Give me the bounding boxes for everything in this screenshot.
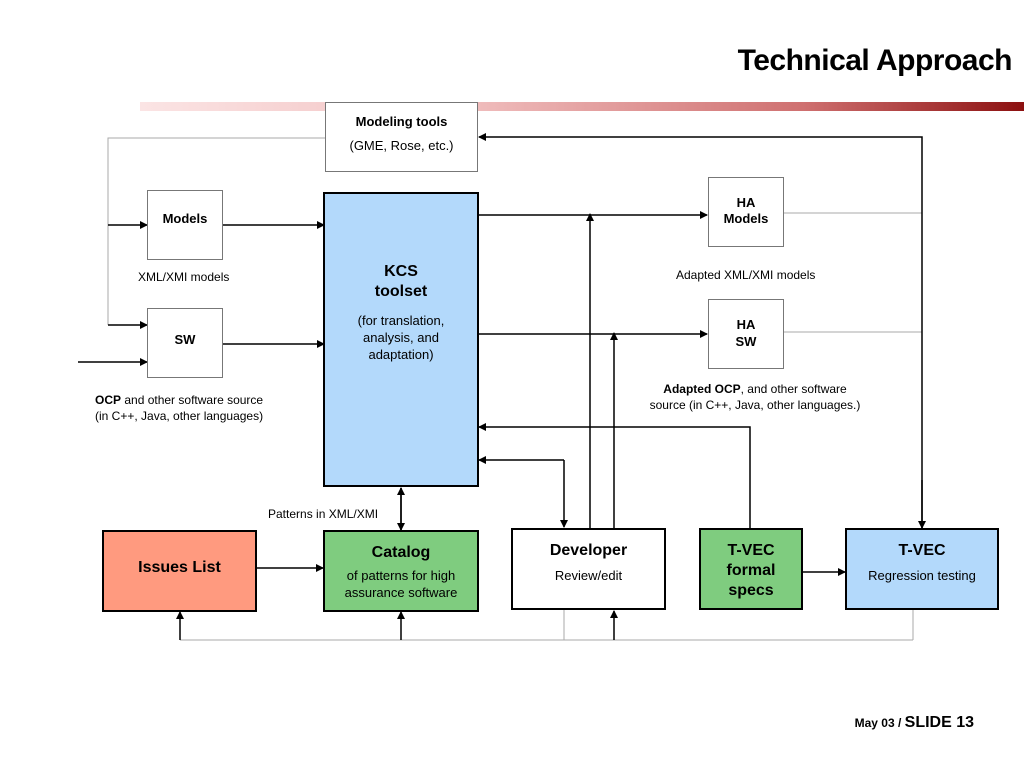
developer-sub: Review/edit <box>554 568 623 583</box>
tvec-regression-title: T-VEC <box>898 542 946 559</box>
ocp-label-line2: (in C++, Java, other languages) <box>95 409 264 423</box>
adapted-ocp-label: Adapted OCP, and other software source (… <box>636 381 874 413</box>
slide-footer: May 03 / SLIDE 13 <box>855 714 974 732</box>
models-title: Models <box>162 211 208 226</box>
modeling-tools-title: Modeling tools <box>355 114 448 129</box>
kcs-title-line1: KCS <box>384 263 418 280</box>
adapted-ocp-label-bold: Adapted OCP <box>663 382 741 396</box>
catalog-sub: of patterns for high assurance software <box>344 568 458 600</box>
tvec-regression-box: T-VEC Regression testing <box>845 528 999 610</box>
patterns-label: Patterns in XML/XMI <box>268 507 379 521</box>
ocp-label: OCP and other software source (in C++, J… <box>95 392 263 424</box>
ha-sw-line1: HA <box>736 317 756 332</box>
footer-date: May 03 <box>854 716 895 730</box>
footer-separator: / <box>894 716 905 730</box>
developer-box: Developer Review/edit <box>511 528 666 610</box>
ocp-label-bold: OCP <box>95 393 122 407</box>
issues-list-title: Issues List <box>138 559 221 576</box>
kcs-title-line2: toolset <box>374 283 428 300</box>
sw-title: SW <box>174 332 196 347</box>
footer-slide-number: SLIDE 13 <box>904 714 974 731</box>
developer-title: Developer <box>549 542 628 559</box>
xml-models-label: XML/XMI models <box>138 270 230 284</box>
adapted-ocp-label-rest: , and other software <box>740 382 847 396</box>
catalog-title: Catalog <box>371 544 431 561</box>
slide-title: Technical Approach <box>737 44 1013 77</box>
modeling-tools-sub: (GME, Rose, etc.) <box>349 138 454 153</box>
tvec-formal-line1: T-VEC <box>727 542 775 559</box>
modeling-tools-box: Modeling tools (GME, Rose, etc.) <box>325 102 478 172</box>
ha-models-line2: Models <box>723 211 769 226</box>
tvec-formal-line2: formal <box>726 562 776 579</box>
tvec-regression-sub: Regression testing <box>868 568 976 583</box>
adapted-xml-label: Adapted XML/XMI models <box>676 268 816 282</box>
adapted-ocp-label-line2: source (in C++, Java, other languages.) <box>649 398 861 412</box>
title-rule <box>140 102 1024 111</box>
ha-models-box: HA Models <box>708 177 784 247</box>
catalog-box: Catalog of patterns for high assurance s… <box>323 530 479 612</box>
sw-box: SW <box>147 308 223 378</box>
ha-sw-box: HA SW <box>708 299 784 369</box>
ocp-label-rest: and other software source <box>121 393 264 407</box>
models-box: Models <box>147 190 223 260</box>
ha-sw-line2: SW <box>735 334 757 349</box>
issues-list-box: Issues List <box>102 530 257 612</box>
ha-models-line1: HA <box>736 195 756 210</box>
kcs-toolset-box: KCS toolset (for translation, analysis, … <box>323 192 479 487</box>
kcs-sub: (for translation, analysis, and adaptati… <box>357 313 445 362</box>
tvec-formal-box: T-VEC formal specs <box>699 528 803 610</box>
tvec-formal-line3: specs <box>728 582 774 599</box>
